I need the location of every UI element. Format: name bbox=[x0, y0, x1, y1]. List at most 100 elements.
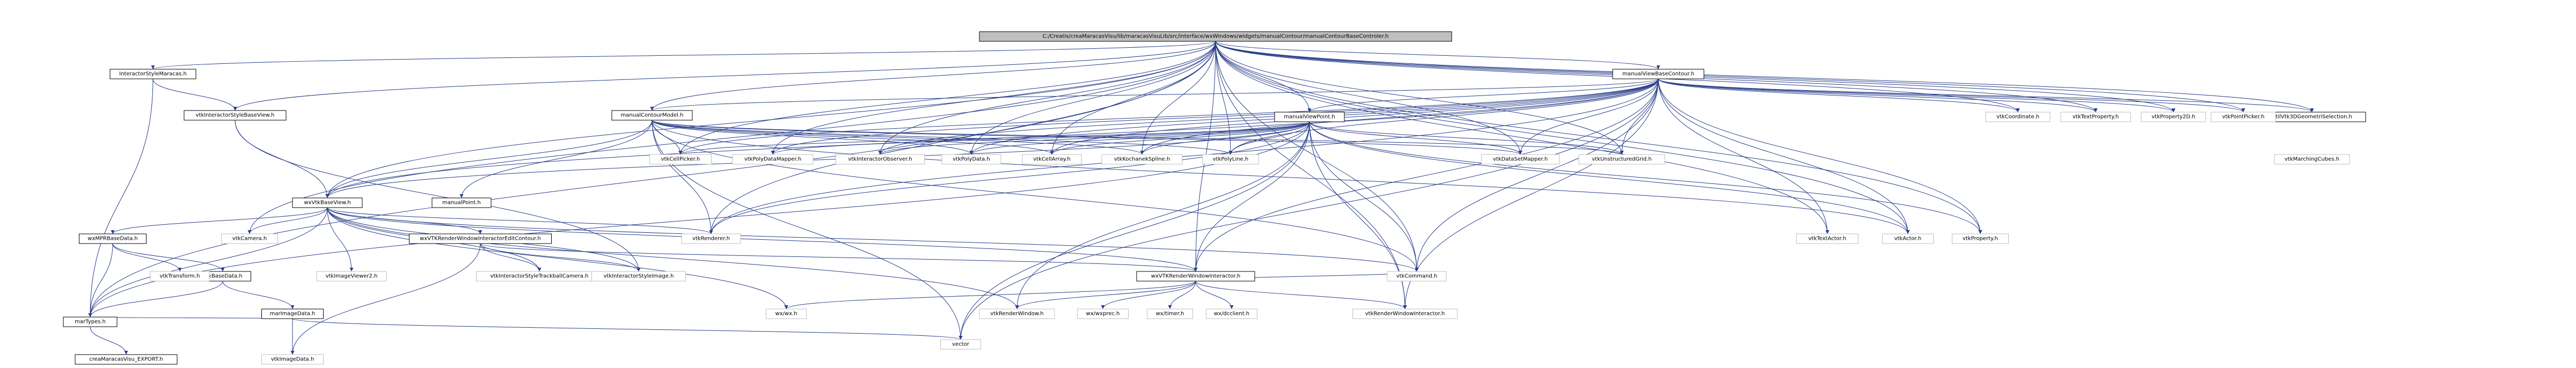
node-wx-wx[interactable]: wx/wx.h bbox=[766, 308, 807, 319]
node-vector[interactable]: vector bbox=[940, 339, 981, 350]
node-label: vtkProperty2D.h bbox=[2151, 114, 2196, 120]
edge-manual-view-point-to-vtk-data-set-mapper bbox=[1309, 121, 1523, 155]
node-wx-dcclient[interactable]: wx/dcclient.h bbox=[1206, 308, 1257, 319]
edge-wx-vtk-base-view-to-wx-wx bbox=[327, 207, 788, 310]
node-label: manualPoint.h bbox=[442, 200, 481, 206]
node-box bbox=[316, 271, 387, 282]
dependency-edges bbox=[88, 41, 2314, 355]
edge-wx-vtk-render-window-interactor-to-wx-wx bbox=[784, 281, 1196, 310]
node-wx-timer[interactable]: wx/timer.h bbox=[1147, 308, 1193, 319]
node-box bbox=[611, 110, 693, 121]
node-label: vtkRenderer.h bbox=[692, 236, 730, 242]
edge-mar-types-to-crea-maracas-visu-export bbox=[90, 326, 128, 355]
node-vtk-image-viewer2[interactable]: vtkImageViewer2.h bbox=[316, 271, 387, 282]
node-manual-view-base-contour[interactable]: manualViewBaseContour.h bbox=[1612, 69, 1704, 79]
node-vtk-transform[interactable]: vtkTransform.h bbox=[150, 271, 210, 282]
node-vtk-data-set-mapper[interactable]: vtkDataSetMapper.h bbox=[1481, 154, 1560, 165]
node-vtk-marching-cubes[interactable]: vtkMarchingCubes.h bbox=[2274, 154, 2350, 165]
edge-wx-vtk-render-window-interactor-edit-contour-to-vtk-interactor-style-trackball-camera bbox=[480, 243, 541, 272]
node-vtk-renderer[interactable]: vtkRenderer.h bbox=[681, 233, 741, 244]
node-manual-contour-model[interactable]: manualContourModel.h bbox=[611, 110, 693, 121]
node-wx-vtk-base-view[interactable]: wxVtkBaseView.h bbox=[292, 197, 363, 208]
node-vtk-render-window[interactable]: vtkRenderWindow.h bbox=[979, 308, 1055, 319]
edge-manual-view-base-contour-to-vtk-data-set-mapper bbox=[1518, 78, 1659, 155]
node-vtk-image-data[interactable]: vtkImageData.h bbox=[261, 354, 324, 365]
node-box bbox=[732, 154, 814, 165]
node-box bbox=[1952, 233, 2009, 244]
node-vtk-render-window-interactor[interactable]: vtkRenderWindowInteractor.h bbox=[1352, 308, 1458, 319]
edge-root-to-vtk-text-actor bbox=[1215, 41, 1829, 234]
node-box bbox=[1985, 112, 2051, 122]
node-mar-types[interactable]: marTypes.h bbox=[63, 317, 118, 327]
node-label: vtkDataSetMapper.h bbox=[1493, 157, 1548, 163]
node-vtk-poly-data-mapper[interactable]: vtkPolyDataMapper.h bbox=[732, 154, 814, 165]
node-box bbox=[940, 339, 981, 350]
node-box bbox=[1352, 308, 1458, 319]
node-vtk-poly-line[interactable]: vtkPolyLine.h bbox=[1202, 154, 1259, 165]
node-vtk-point-picker[interactable]: vtkPointPicker.h bbox=[2211, 112, 2276, 122]
node-vtk-interactor-style-image[interactable]: vtkInteractorStyleImage.h bbox=[591, 271, 686, 282]
node-crea-maracas-visu-export[interactable]: creaMaracasVisu_EXPORT.h bbox=[75, 354, 178, 365]
node-label: manualViewPoint.h bbox=[1284, 114, 1335, 120]
node-vtk-coordinate[interactable]: vtkCoordinate.h bbox=[1985, 112, 2051, 122]
edge-manual-contour-model-to-vtk-poly-data bbox=[652, 120, 974, 155]
edge-manual-view-point-to-wx-vtk-base-view bbox=[325, 121, 1310, 198]
node-box bbox=[2211, 112, 2276, 122]
edge-manual-view-base-contour-to-manual-contour-model bbox=[650, 78, 1659, 111]
node-box bbox=[1481, 154, 1560, 165]
edge-root-to-vtk-interactor-style-base-view bbox=[233, 41, 1216, 111]
node-box bbox=[1136, 271, 1255, 282]
node-vtk-interactor-observer[interactable]: vtkInteractorObserver.h bbox=[836, 154, 925, 165]
node-vtk-text-property[interactable]: vtkTextProperty.h bbox=[2060, 112, 2131, 122]
node-vtk-command[interactable]: vtkCommand.h bbox=[1387, 271, 1447, 282]
node-wx-vtk-render-window-interactor[interactable]: wxVTKRenderWindowInteractor.h bbox=[1136, 271, 1255, 282]
edge-root-to-vtk-poly-line bbox=[1215, 41, 1233, 155]
edge-manual-view-point-to-vtk-actor bbox=[1309, 121, 1910, 234]
node-vtk-interactor-style-trackball-camera[interactable]: vtkInteractorStyleTrackballCamera.h bbox=[476, 271, 603, 282]
edge-root-to-vtk-command bbox=[1215, 41, 1419, 272]
node-vtk-actor[interactable]: vtkActor.h bbox=[1882, 233, 1934, 244]
edge-manual-contour-model-to-manual-point bbox=[459, 120, 653, 198]
node-label: vtkPolyDataMapper.h bbox=[744, 157, 801, 163]
node-wx-vtk-render-window-interactor-edit-contour[interactable]: wxVTKRenderWindowInteractorEditContour.h bbox=[409, 233, 552, 244]
edge-wx-vtk-render-window-interactor-to-wx-dcclient bbox=[1195, 281, 1234, 310]
node-manual-point[interactable]: manualPoint.h bbox=[431, 197, 492, 208]
node-box bbox=[261, 308, 324, 319]
edge-wx-mpr-base-data-to-vtk-base-data bbox=[112, 243, 225, 272]
node-interactor-style-maracas[interactable]: InteractorStyleMaracas.h bbox=[109, 69, 196, 79]
edge-wx-mpr-base-data-to-vtk-transform bbox=[112, 243, 182, 272]
node-vtk-interactor-style-base-view[interactable]: vtkInteractorStyleBaseView.h bbox=[184, 110, 287, 121]
node-label: vtkCellArray.h bbox=[1033, 157, 1070, 163]
node-vtk-kochanek-spline[interactable]: vtkKochanekSpline.h bbox=[1101, 154, 1183, 165]
node-mar-image-data[interactable]: marImageData.h bbox=[261, 308, 324, 319]
edge-manual-view-point-to-vtk-poly-data bbox=[969, 121, 1310, 155]
edge-manual-view-base-contour-to-vtk-text-property bbox=[1658, 78, 2098, 113]
node-vtk-property2-d[interactable]: vtkProperty2D.h bbox=[2141, 112, 2206, 122]
node-box bbox=[1387, 271, 1447, 282]
node-box bbox=[431, 197, 492, 208]
node-box bbox=[79, 233, 147, 244]
node-vtk-camera[interactable]: vtkCamera.h bbox=[221, 233, 278, 244]
edge-manual-view-base-contour-to-vtk-poly-line bbox=[1228, 78, 1659, 155]
edge-manual-view-base-contour-to-vtk-interactor-observer bbox=[878, 78, 1659, 155]
node-label: wx/wx.h bbox=[775, 311, 797, 317]
edge-manual-contour-model-to-vtk-renderer bbox=[652, 120, 713, 234]
node-vtk-unstructured-grid[interactable]: vtkUnstructuredGrid.h bbox=[1578, 154, 1665, 165]
node-vtk-poly-data[interactable]: vtkPolyData.h bbox=[941, 154, 1001, 165]
node-box bbox=[941, 154, 1001, 165]
edge-root-to-manual-contour-model bbox=[650, 41, 1216, 111]
node-vtk-cell-array[interactable]: vtkCellArray.h bbox=[1022, 154, 1082, 165]
node-wx-mpr-base-data[interactable]: wxMPRBaseData.h bbox=[79, 233, 147, 244]
node-label: marTypes.h bbox=[75, 319, 106, 325]
node-label: wx/timer.h bbox=[1156, 311, 1184, 317]
node-box bbox=[1612, 69, 1704, 79]
node-manual-view-point[interactable]: manualViewPoint.h bbox=[1274, 112, 1345, 122]
edge-wx-vtk-render-window-interactor-edit-contour-to-wx-vtk-render-window-interactor bbox=[480, 243, 1198, 272]
node-vtk-property[interactable]: vtkProperty.h bbox=[1952, 233, 2009, 244]
node-vtk-cell-picker[interactable]: vtkCellPicker.h bbox=[649, 154, 712, 165]
header-nodes: C:/Creatis/creaMaracasVisu/lib/maracasVi… bbox=[63, 31, 2366, 365]
node-wx-wxprec[interactable]: wx/wxprec.h bbox=[1077, 308, 1129, 319]
node-vtk-text-actor[interactable]: vtkTextActor.h bbox=[1796, 233, 1858, 244]
node-root[interactable]: C:/Creatis/creaMaracasVisu/lib/maracasVi… bbox=[979, 31, 1452, 42]
node-util-vtk3-d-geometri-selection[interactable]: UtilVtk3DGeometriSelection.h bbox=[2258, 112, 2366, 122]
